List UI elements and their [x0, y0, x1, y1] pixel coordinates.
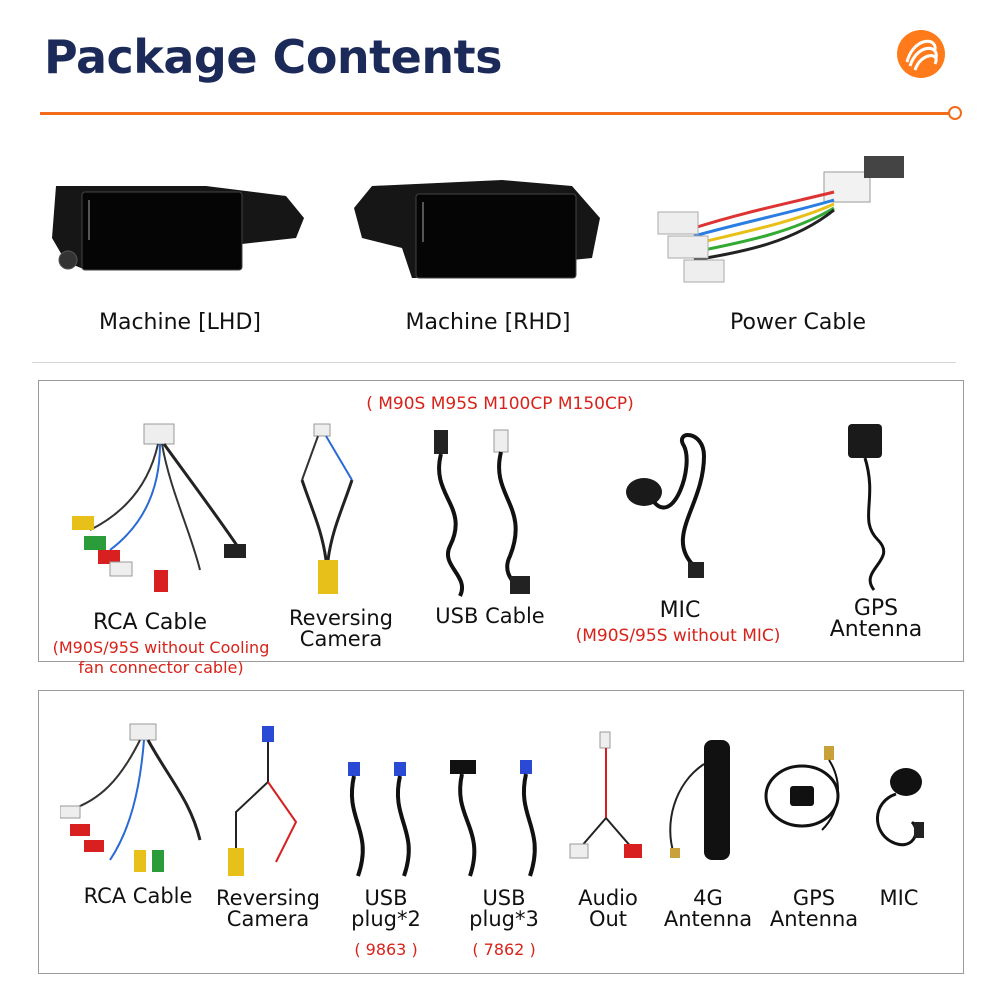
title-divider: [40, 112, 952, 115]
power-cable-image: [657, 156, 904, 283]
usb-plug-3-image: [450, 760, 537, 877]
usb-cable-label: USB Cable: [435, 604, 545, 628]
rca-cable-label: RCA Cable: [92, 610, 208, 635]
rca-cable-note: (M90S/95S without Cooling fan connector …: [52, 638, 270, 677]
4g-antenna-image: [669, 740, 730, 860]
reversing-camera-2-image: [228, 726, 298, 876]
gps-antenna-label: GPS Antenna: [829, 596, 923, 642]
models-note: ( M90S M95S M100CP M150CP): [366, 394, 634, 414]
reversing-camera-image: [300, 423, 354, 594]
rca-cable-2-image: [60, 723, 202, 872]
rca-cable-2-label: RCA Cable: [83, 884, 193, 908]
usb-cable-image: [434, 429, 530, 597]
accessories-box-2: [38, 690, 964, 974]
mic-2-label: MIC: [879, 886, 919, 910]
machine-lhd-image: [52, 186, 304, 271]
gps-antenna-2-image: [764, 746, 840, 831]
accessories-box-1: [38, 380, 964, 662]
usb-plug-3-note: ( 7862 ): [472, 940, 536, 959]
4g-antenna-label: 4G Antenna: [663, 886, 753, 931]
power-cable-label: Power Cable: [730, 310, 866, 335]
section-divider: [32, 362, 956, 363]
audio-out-image: [569, 731, 642, 859]
mic-note: (M90S/95S without MIC): [575, 626, 781, 646]
reversing-camera-2-label: Reversing Camera: [216, 886, 320, 931]
machine-lhd-label: Machine [LHD]: [99, 310, 261, 335]
audio-out-label: Audio Out: [578, 886, 638, 931]
mic-label: MIC: [659, 598, 701, 623]
gps-antenna-2-label: GPS Antenna: [769, 886, 859, 931]
gps-antenna-image: [848, 424, 886, 591]
machine-rhd-label: Machine [RHD]: [405, 310, 571, 335]
mic-image: [626, 433, 707, 578]
machine-rhd-image: [354, 180, 600, 279]
brand-logo-icon: [897, 30, 945, 78]
page-title: Package Contents: [44, 30, 502, 84]
reversing-camera-label: Reversing Camera: [289, 606, 393, 651]
divider-end-dot: [948, 106, 962, 120]
mic-2-image: [876, 768, 924, 846]
rca-cable-image: [72, 423, 246, 592]
usb-plug-2-label: USB plug*2: [351, 886, 421, 931]
usb-plug-2-note: ( 9863 ): [354, 940, 418, 959]
usb-plug-3-label: USB plug*3: [469, 886, 539, 931]
usb-plug-2-image: [348, 762, 411, 877]
